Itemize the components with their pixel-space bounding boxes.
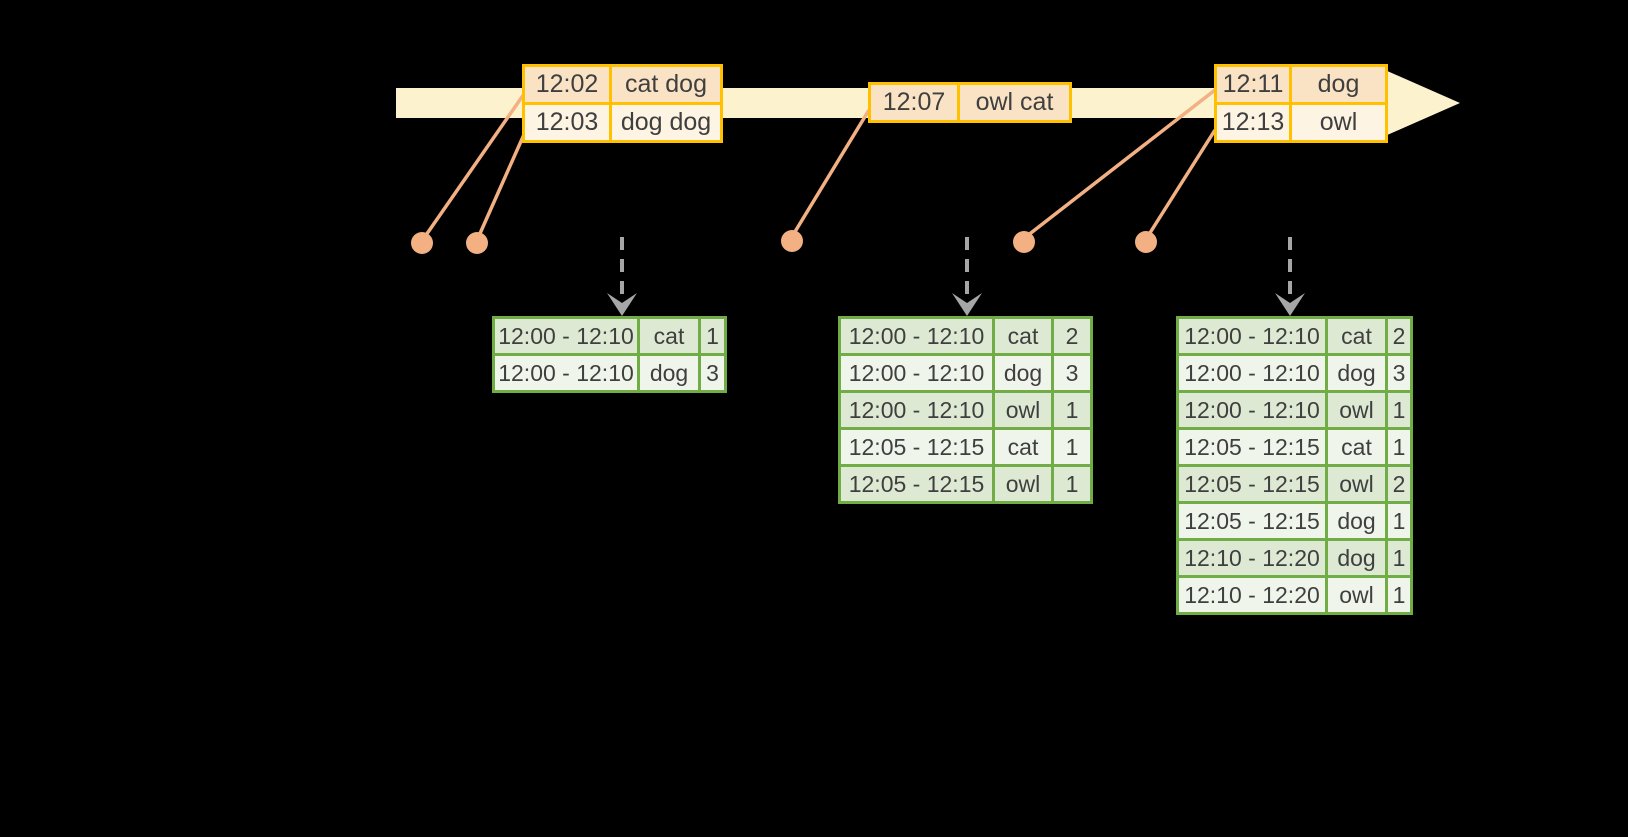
dashed-mapping-arrows — [620, 237, 1292, 300]
window-range: 12:05 - 12:15 — [1179, 430, 1325, 464]
word: cat — [995, 430, 1051, 464]
result-table-1: 12:00 - 12:10 cat 1 12:00 - 12:10 dog 3 — [492, 316, 727, 393]
count: 3 — [1388, 356, 1410, 390]
word: dog — [1328, 541, 1385, 575]
count: 3 — [1054, 356, 1090, 390]
connector-line — [1146, 129, 1217, 237]
count: 1 — [1388, 393, 1410, 427]
count: 2 — [1388, 467, 1410, 501]
window-range: 12:05 - 12:15 — [841, 430, 992, 464]
word: owl — [1328, 467, 1385, 501]
event-words: dog — [1292, 67, 1385, 102]
event-words: dog dog — [612, 105, 720, 140]
count: 1 — [1054, 393, 1090, 427]
word: cat — [640, 319, 698, 353]
arrow-down-icon — [607, 293, 637, 316]
window-range: 12:00 - 12:10 — [1179, 356, 1325, 390]
count: 1 — [1388, 504, 1410, 538]
window-range: 12:05 - 12:15 — [1179, 467, 1325, 501]
word: cat — [1328, 430, 1385, 464]
event-dot — [411, 232, 433, 254]
window-range: 12:00 - 12:10 — [841, 356, 992, 390]
event-words: owl cat — [960, 85, 1069, 120]
dashed-arrow-heads — [607, 293, 1305, 316]
word: cat — [1328, 319, 1385, 353]
event-dot — [1013, 231, 1035, 253]
count: 1 — [1054, 467, 1090, 501]
window-range: 12:10 - 12:20 — [1179, 578, 1325, 612]
timeline-arrowhead-icon — [1385, 70, 1460, 136]
window-range: 12:00 - 12:10 — [1179, 393, 1325, 427]
event-time: 12:07 — [871, 85, 957, 120]
word: cat — [995, 319, 1051, 353]
event-time: 12:11 — [1217, 67, 1289, 102]
event-dot — [781, 230, 803, 252]
word: dog — [995, 356, 1051, 390]
connector-line — [476, 129, 528, 239]
window-range: 12:00 - 12:10 — [841, 319, 992, 353]
count: 1 — [1054, 430, 1090, 464]
word: owl — [995, 467, 1051, 501]
window-range: 12:05 - 12:15 — [841, 467, 992, 501]
window-range: 12:05 - 12:15 — [1179, 504, 1325, 538]
connector-line — [422, 93, 526, 239]
result-table-2: 12:00 - 12:10 cat 2 12:00 - 12:10 dog 3 … — [838, 316, 1093, 504]
count: 1 — [1388, 578, 1410, 612]
count: 1 — [701, 319, 724, 353]
window-range: 12:00 - 12:10 — [1179, 319, 1325, 353]
connector-line — [1025, 88, 1217, 238]
connector-lines — [422, 88, 1217, 239]
count: 3 — [701, 356, 724, 390]
event-dot — [466, 232, 488, 254]
window-range: 12:00 - 12:10 — [495, 319, 637, 353]
word: dog — [1328, 504, 1385, 538]
count: 2 — [1054, 319, 1090, 353]
event-time: 12:13 — [1217, 105, 1289, 140]
window-range: 12:00 - 12:10 — [841, 393, 992, 427]
event-dot — [1135, 231, 1157, 253]
arrow-down-icon — [952, 293, 982, 316]
event-table-2: 12:07 owl cat — [868, 82, 1072, 123]
event-words: owl — [1292, 105, 1385, 140]
word: owl — [995, 393, 1051, 427]
connector-line — [791, 109, 871, 236]
event-table-3: 12:11 dog 12:13 owl — [1214, 64, 1388, 143]
word: owl — [1328, 393, 1385, 427]
word: dog — [1328, 356, 1385, 390]
event-time: 12:02 — [525, 67, 609, 102]
count: 1 — [1388, 541, 1410, 575]
event-dots — [411, 230, 1157, 254]
window-range: 12:10 - 12:20 — [1179, 541, 1325, 575]
arrow-down-icon — [1275, 293, 1305, 316]
word: dog — [640, 356, 698, 390]
result-table-3: 12:00 - 12:10 cat 2 12:00 - 12:10 dog 3 … — [1176, 316, 1413, 615]
count: 1 — [1388, 430, 1410, 464]
event-time: 12:03 — [525, 105, 609, 140]
window-range: 12:00 - 12:10 — [495, 356, 637, 390]
event-words: cat dog — [612, 67, 720, 102]
event-table-1: 12:02 cat dog 12:03 dog dog — [522, 64, 723, 143]
word: owl — [1328, 578, 1385, 612]
count: 2 — [1388, 319, 1410, 353]
